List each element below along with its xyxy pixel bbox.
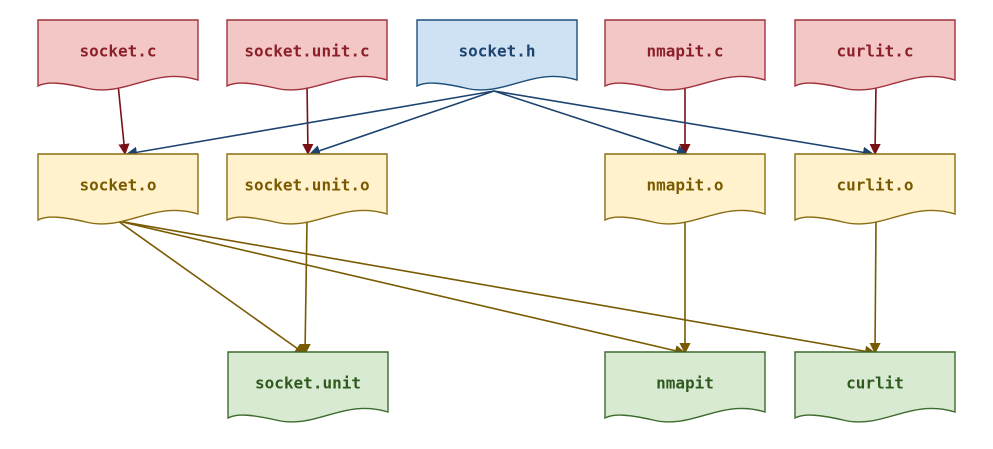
node-label-nmapit-c: nmapit.c: [646, 42, 723, 61]
binary-file-shape: [794, 351, 956, 423]
edges-layer: [117, 83, 881, 357]
node-nmapit: nmapit: [604, 351, 766, 423]
node-curlit-o: curlit.o: [794, 153, 956, 225]
node-label-socket-unit-c: socket.unit.c: [244, 42, 369, 61]
edge-socket-o-to-nmapit: [117, 220, 687, 357]
edge-curlit-o-to-curlit: [869, 220, 881, 355]
node-socket-unit: socket.unit: [227, 351, 389, 423]
edge-socket-h-to-socket-unit-o: [308, 90, 495, 157]
object-file-shape: [37, 153, 199, 225]
edge-socket-o-to-socket-unit: [117, 220, 306, 355]
edge-socket-unit-c-to-socket-unit-o: [302, 83, 314, 156]
object-file-shape: [604, 153, 766, 225]
node-socket-unit-c: socket.unit.c: [226, 19, 388, 91]
header-file-shape: [416, 19, 578, 91]
binary-file-shape: [604, 351, 766, 423]
node-socket-c: socket.c: [37, 19, 199, 91]
edge-socket-c-to-socket-o: [117, 83, 130, 156]
node-label-socket-c: socket.c: [79, 42, 156, 61]
node-label-curlit-o: curlit.o: [836, 176, 913, 195]
source-file-shape: [37, 19, 199, 91]
node-label-socket-unit-o: socket.unit.o: [244, 176, 369, 195]
edge-socket-h-to-nmapit-o: [493, 90, 689, 157]
node-socket-h: socket.h: [416, 19, 578, 91]
node-label-curlit-c: curlit.c: [836, 42, 913, 61]
node-label-socket-o: socket.o: [79, 176, 156, 195]
edge-curlit-c-to-curlit-o: [869, 83, 881, 156]
node-curlit: curlit: [794, 351, 956, 423]
node-label-nmapit-o: nmapit.o: [646, 176, 723, 195]
node-label-socket-unit: socket.unit: [255, 374, 361, 393]
source-file-shape: [604, 19, 766, 91]
edge-socket-unit-o-to-socket-unit: [299, 220, 311, 356]
node-label-nmapit: nmapit: [656, 374, 714, 393]
node-nmapit-c: nmapit.c: [604, 19, 766, 91]
source-file-shape: [226, 19, 388, 91]
object-file-shape: [794, 153, 956, 225]
edge-socket-h-to-socket-o: [125, 90, 495, 158]
object-file-shape: [226, 153, 388, 225]
nodes-layer: socket.c socket.unit.c socket.h nmapit.c cur…: [37, 19, 956, 423]
node-label-curlit: curlit: [846, 374, 904, 393]
node-label-socket-h: socket.h: [458, 42, 535, 61]
source-file-shape: [794, 19, 956, 91]
node-curlit-c: curlit.c: [794, 19, 956, 91]
node-socket-o: socket.o: [37, 153, 199, 225]
edge-socket-h-to-curlit-o: [493, 90, 875, 158]
node-nmapit-o: nmapit.o: [604, 153, 766, 225]
edge-socket-o-to-curlit: [117, 220, 877, 357]
binary-file-shape: [227, 351, 389, 423]
node-socket-unit-o: socket.unit.o: [226, 153, 388, 225]
